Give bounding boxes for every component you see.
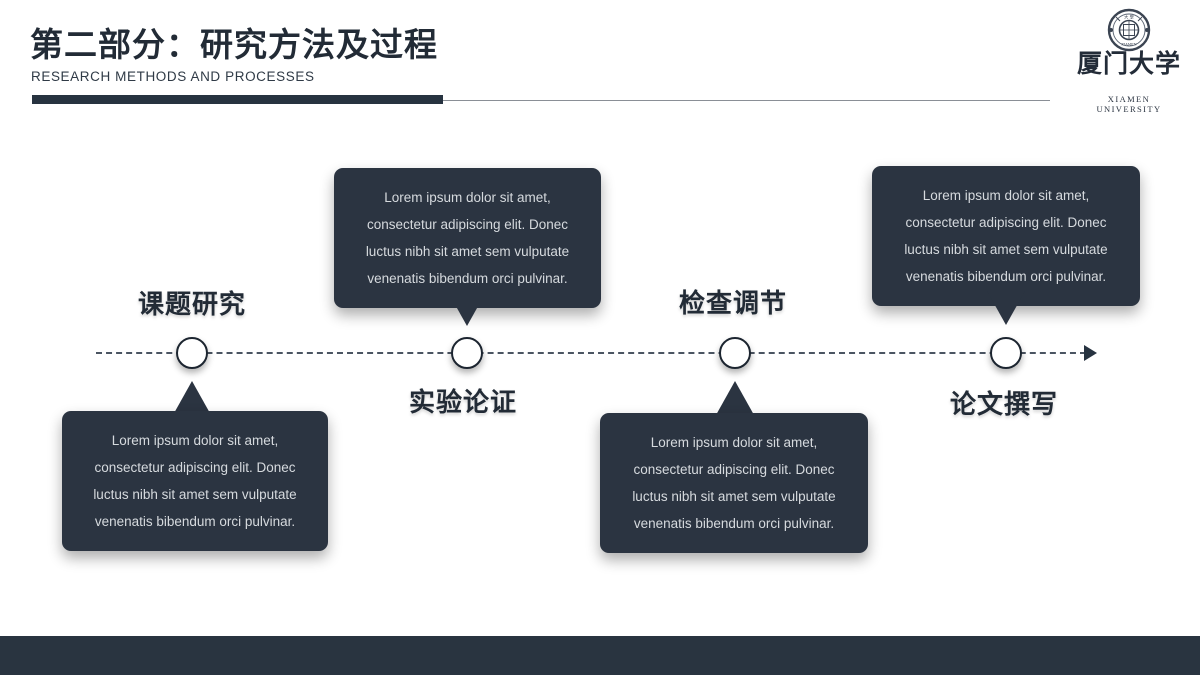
xiamen-university-seal-icon: 大 學 XIAMEN 厦门大学 xyxy=(1077,8,1181,78)
university-logo: 大 學 XIAMEN 厦门大学 XIAMEN UNIVERSITY xyxy=(1074,8,1184,114)
callout-text-3: Lorem ipsum dolor sit amet, consectetur … xyxy=(632,435,836,531)
callout-text-1: Lorem ipsum dolor sit amet, consectetur … xyxy=(93,433,297,529)
timeline-arrow-icon xyxy=(1084,345,1097,361)
timeline-node-1[interactable] xyxy=(176,337,208,369)
callout-bubble-1[interactable]: Lorem ipsum dolor sit amet, consectetur … xyxy=(62,411,328,551)
stage-label-2: 实验论证 xyxy=(409,388,518,418)
stage-label-1: 课题研究 xyxy=(138,290,247,320)
timeline-axis xyxy=(96,352,1086,354)
callout-bubble-2[interactable]: Lorem ipsum dolor sit amet, consectetur … xyxy=(334,168,601,308)
slide-footer-bar xyxy=(0,636,1200,675)
callout-text-4: Lorem ipsum dolor sit amet, consectetur … xyxy=(904,188,1108,284)
bubble-tail-1 xyxy=(173,381,211,415)
stage-label-3: 检查调节 xyxy=(679,289,788,319)
timeline-node-4[interactable] xyxy=(990,337,1022,369)
callout-text-2: Lorem ipsum dolor sit amet, consectetur … xyxy=(365,190,570,286)
callout-bubble-4[interactable]: Lorem ipsum dolor sit amet, consectetur … xyxy=(872,166,1140,306)
timeline-node-2[interactable] xyxy=(451,337,483,369)
timeline-node-3[interactable] xyxy=(719,337,751,369)
logo-caption: XIAMEN UNIVERSITY xyxy=(1096,94,1162,114)
page-subtitle: RESEARCH METHODS AND PROCESSES xyxy=(31,69,315,84)
header-divider-thick xyxy=(32,95,443,104)
slide-header: 第二部分：研究方法及过程 RESEARCH METHODS AND PROCES… xyxy=(0,0,1200,120)
header-divider-thin xyxy=(32,100,1050,101)
svg-text:厦门大学: 厦门大学 xyxy=(1077,49,1181,78)
svg-text:大 學: 大 學 xyxy=(1124,14,1134,21)
svg-text:XIAMEN: XIAMEN xyxy=(1121,43,1136,47)
callout-bubble-3[interactable]: Lorem ipsum dolor sit amet, consectetur … xyxy=(600,413,868,553)
page-title: 第二部分：研究方法及过程 xyxy=(30,25,438,64)
bubble-tail-4 xyxy=(987,291,1025,325)
bubble-tail-3 xyxy=(716,381,754,415)
stage-label-4: 论文撰写 xyxy=(950,390,1059,420)
bubble-tail-2 xyxy=(448,292,486,326)
